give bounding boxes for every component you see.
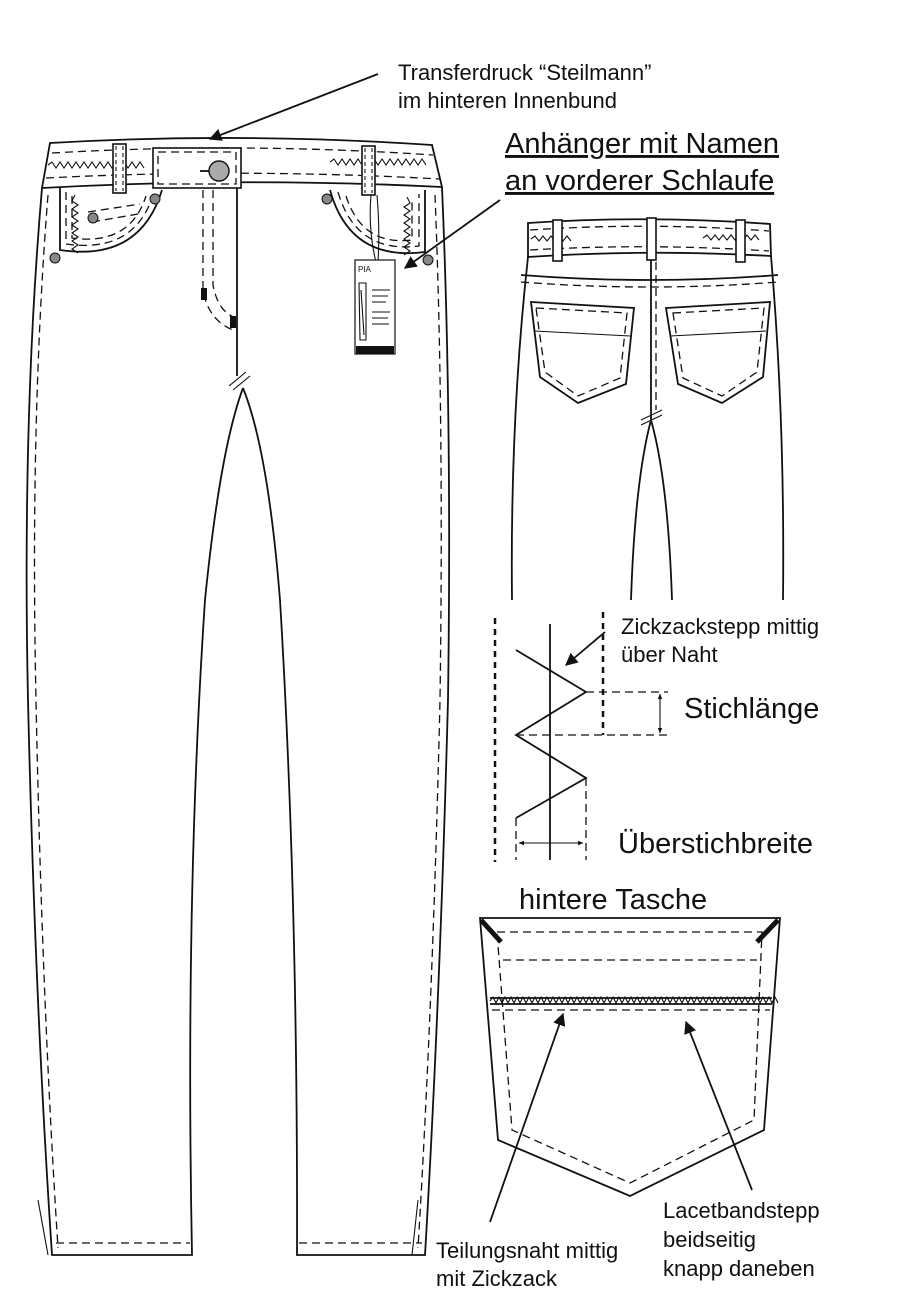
label-zigzag-line1: Zickzackstepp mittig (621, 614, 819, 639)
belt-loop-right (361, 145, 376, 196)
label-back-pocket-title: hintere Tasche (519, 884, 707, 916)
arrow-lacet (684, 1020, 753, 1191)
front-view: PIA (25, 137, 451, 1256)
arrow-seam (489, 1012, 566, 1223)
label-zigzag-line2: über Naht (621, 642, 718, 667)
belt-loop-left (112, 143, 127, 194)
back-pocket-detail (479, 917, 781, 1197)
label-seam-line1: Teilungsnaht mittig (436, 1238, 618, 1263)
callout-arrows (208, 73, 753, 1223)
arrow-transfer-print (208, 73, 379, 141)
zigzag-stitch-detail (493, 612, 668, 862)
label-lacet-line3: knapp daneben (663, 1256, 815, 1281)
front-pocket-right (329, 189, 426, 254)
label-tag-line1: Anhänger mit Namen (505, 128, 779, 160)
label-lacet-line1: Lacetbandstepp (663, 1198, 820, 1223)
hang-tag-name: PIA (358, 265, 372, 274)
fly-stitching (202, 190, 234, 331)
label-lacet-line2: beidseitig (663, 1227, 756, 1252)
back-pocket-right-small (664, 301, 771, 405)
waistband-button (208, 160, 230, 182)
back-pocket-left-small (529, 301, 635, 405)
arrow-hang-tag (403, 199, 501, 269)
labels: Transferdruck “Steilmann” im hinteren In… (398, 60, 820, 1291)
front-pocket-left (59, 188, 163, 253)
front-right-leg-outline (242, 186, 451, 1256)
label-transfer-line2: im hinteren Innenbund (398, 88, 617, 113)
label-stitch-length: Stichlänge (684, 693, 819, 725)
label-seam-line2: mit Zickzack (436, 1266, 558, 1291)
back-view (510, 217, 785, 601)
front-waistband (40, 137, 444, 189)
waistband-zigzag (47, 158, 427, 169)
label-tag-line2: an vorderer Schlaufe (505, 165, 774, 197)
arrow-zigzag (565, 631, 606, 666)
label-transfer-line1: Transferdruck “Steilmann” (398, 60, 651, 85)
front-left-leg-outline (25, 187, 244, 1256)
label-overstitch-width: Überstichbreite (618, 828, 813, 860)
hang-tag: PIA (354, 259, 396, 355)
pocket-zigzag-seam (489, 995, 779, 1005)
